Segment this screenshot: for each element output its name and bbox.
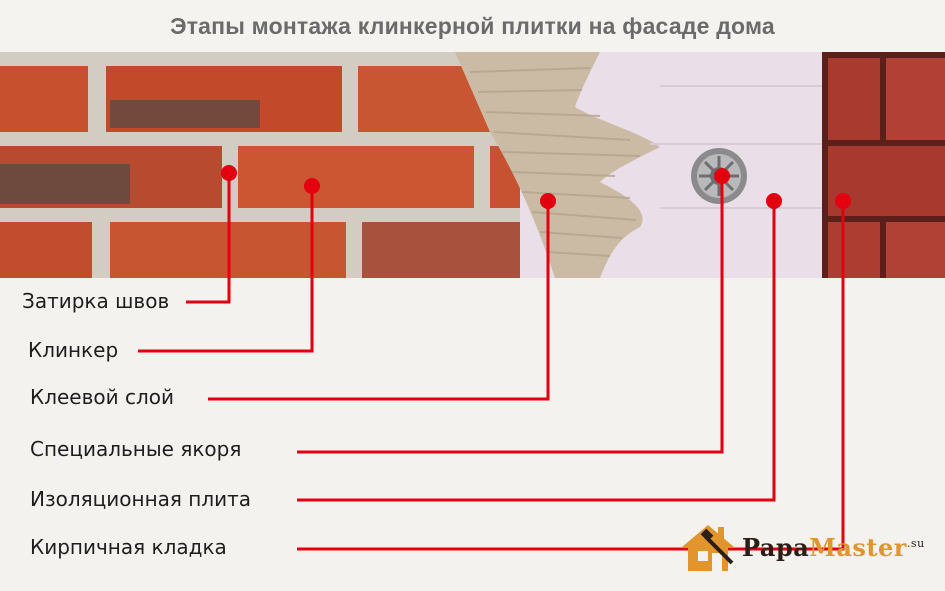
logo-suffix: .su (906, 537, 925, 550)
label-anchors: Специальные якоря (30, 437, 242, 461)
masonry-brick (886, 222, 945, 278)
legend-area (0, 278, 945, 591)
clinker-tile (238, 146, 474, 208)
label-masonry: Кирпичная кладка (30, 535, 227, 559)
masonry-callout-dot (835, 193, 851, 209)
papamaster-logo: PapaMaster.su (676, 519, 924, 575)
tile-dark-streak (110, 100, 260, 128)
grout-callout-line (186, 173, 231, 304)
clinker-tile (0, 66, 88, 132)
insulation-seams (650, 85, 828, 209)
label-grout: Затирка швов (22, 289, 170, 313)
adhesive-callout-line (208, 201, 550, 401)
insulation-callout-line (297, 201, 776, 502)
adhesive-layer (455, 52, 660, 278)
logo-part2: Master (809, 533, 907, 562)
masonry-brick (828, 58, 880, 140)
insulation-callout-dot (766, 193, 782, 209)
label-adhesive: Клеевой слой (30, 385, 174, 409)
anchors-callout-dot (714, 168, 730, 184)
adhesive-comb-lines (469, 67, 641, 257)
adhesive-callout-dot (540, 193, 556, 209)
masonry-brick (886, 58, 945, 140)
clinker-callout-line (138, 186, 314, 353)
anchors-callout-line (297, 176, 724, 454)
clinker-callout-dot (304, 178, 320, 194)
tile-dark-streak (0, 164, 130, 204)
label-clinker: Клинкер (28, 338, 119, 362)
label-insulation: Изоляционная плита (30, 487, 252, 511)
logo-wordmark: PapaMaster.su (742, 533, 925, 562)
logo-part1: Papa (742, 533, 810, 562)
page-title: Этапы монтажа клинкерной плитки на фасад… (170, 12, 775, 39)
masonry-callout-line (297, 201, 845, 551)
grout-callout-dot (221, 165, 237, 181)
title-bar: Этапы монтажа клинкерной плитки на фасад… (0, 0, 945, 52)
masonry-brick (828, 222, 880, 278)
house-icon (682, 525, 734, 571)
clinker-tile (0, 222, 92, 278)
